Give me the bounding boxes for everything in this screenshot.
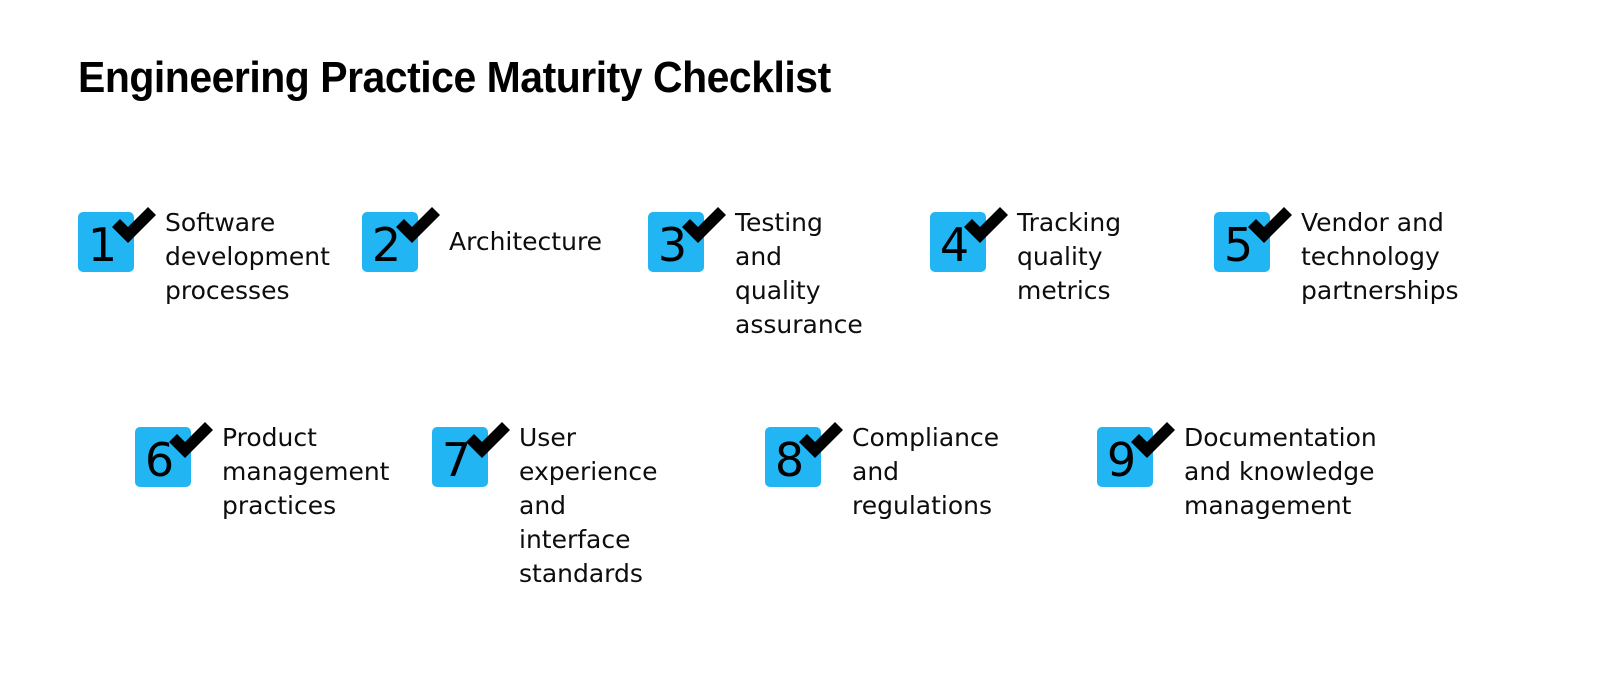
badge-number: 9 [1106,433,1137,487]
checkmark-icon [1246,202,1294,250]
badge-box [648,212,704,272]
badge-box [78,212,134,272]
badge-box [1214,212,1270,272]
checkmark-icon [110,202,158,250]
badge-number: 1 [87,218,118,272]
badge-number: 7 [441,433,472,487]
page-title: Engineering Practice Maturity Checklist [78,53,831,102]
checkmark-icon [962,202,1010,250]
badge-box [930,212,986,272]
checkmark-icon [797,417,845,465]
badge-number: 8 [774,433,805,487]
checkmark-icon [1129,417,1177,465]
badge-box [432,427,488,487]
checkmark-icon [680,202,728,250]
checklist-row-1: 1 Software development processes 2 [0,200,1600,339]
checklist-item-label: Architecture [449,227,603,256]
checklist-item-label: User experience and interface standards [519,423,658,588]
badge-6: 6 [135,422,213,499]
checklist-item-label: Software development processes [165,208,330,305]
checklist-item-label: Compliance and regulations [852,423,1000,520]
checklist-item-label: Tracking quality metrics [1017,208,1122,305]
badge-number: 5 [1223,218,1254,272]
checklist-item-label: Product management practices [222,423,390,520]
badge-box [1097,427,1153,487]
badge-number: 4 [939,218,970,272]
checkmark-icon [394,202,442,250]
badge-7: 7 [432,422,510,499]
checkmark-icon [464,417,512,465]
badge-2: 2 [362,207,440,284]
badge-number: 3 [657,218,688,272]
badge-number: 6 [144,433,175,487]
badge-4: 4 [930,207,1008,284]
badge-5: 5 [1214,207,1292,284]
checklist-row-2: 6 Product management practices 7 [0,415,1600,588]
checklist-item-label: Testing and quality assurance [735,208,863,339]
badge-box [765,427,821,487]
checklist-item-label: Vendor and technology partnerships [1301,208,1459,305]
badge-box [362,212,418,272]
badge-3: 3 [648,207,726,284]
badge-8: 8 [765,422,843,499]
checkmark-icon [167,417,215,465]
checklist-item-label: Documentation and knowledge management [1184,423,1377,520]
badge-1: 1 [78,207,156,284]
badge-9: 9 [1097,422,1175,499]
badge-number: 2 [371,218,402,272]
badge-box [135,427,191,487]
